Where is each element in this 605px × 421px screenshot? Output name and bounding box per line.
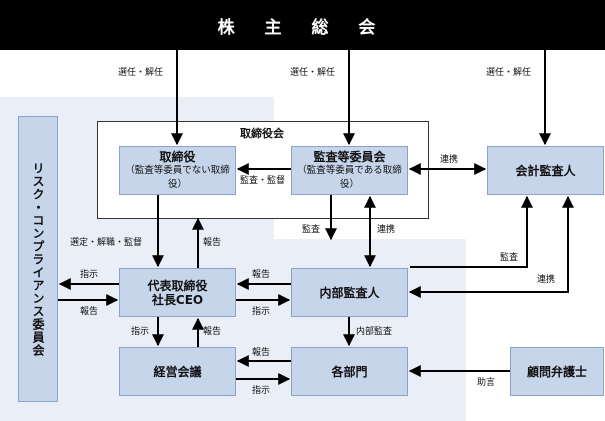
label-renkei-accounting: 連携 [440, 155, 459, 165]
label-kansa-internal: 監査 [302, 225, 321, 235]
label-renkei-internal: 連携 [377, 225, 396, 235]
departments-box: 各部門 [291, 347, 408, 396]
management-meeting-box: 経営会議 [119, 347, 236, 396]
internal-auditor-box: 内部監査人 [291, 268, 408, 317]
label-houkoku-risk: 報告 [80, 307, 99, 317]
accounting-auditor-label: 会計監査人 [515, 163, 576, 178]
ceo-label: 代表取締役 [147, 278, 208, 293]
departments-label: 各部門 [331, 364, 368, 379]
audit-committee-box: 監査等委員会 （監査等委員である取締役） [291, 146, 408, 195]
label-houkoku-dept: 報告 [252, 348, 271, 358]
ceo-box: 代表取締役 社長CEO [119, 268, 236, 317]
label-houkoku-mgmt: 報告 [203, 327, 222, 337]
label-internal-audit: 内部監査 [356, 327, 393, 337]
directors-box: 取締役 （監査等委員でない取締役） [119, 146, 236, 195]
directors-sublabel: （監査等委員でない取締役） [125, 164, 230, 190]
label-audit-supervise: 監査・監督 [240, 176, 286, 186]
label-shiji-mgmt: 指示 [131, 327, 150, 337]
legal-advisor-box: 顧問弁護士 [510, 347, 604, 396]
legal-advisor-label: 顧問弁護士 [526, 364, 587, 379]
audit-committee-label: 監査等委員会 [313, 149, 386, 164]
label-elect-audit-committee: 選任・解任 [290, 68, 336, 78]
label-shiji-dept: 指示 [252, 386, 271, 396]
label-select-dismiss: 選定・解職・監督 [70, 238, 143, 248]
management-meeting-label: 経営会議 [153, 364, 202, 379]
label-kansa-accounting: 監査 [500, 253, 519, 263]
label-houkoku-ceo: 報告 [252, 270, 271, 280]
directors-label: 取締役 [159, 149, 196, 164]
label-elect-directors: 選任・解任 [118, 68, 164, 78]
label-renkei-accounting-2: 連携 [537, 275, 556, 285]
label-shiji-internal: 指示 [252, 307, 271, 317]
risk-compliance-committee-label: リスク・コンプライアンス委員会 [31, 161, 45, 357]
label-report-board: 報告 [203, 238, 222, 248]
shareholders-meeting-banner: 株 主 総 会 [0, 0, 605, 50]
accounting-auditor-box: 会計監査人 [487, 146, 604, 195]
audit-committee-sublabel: （監査等委員である取締役） [297, 164, 402, 190]
risk-compliance-committee: リスク・コンプライアンス委員会 [18, 116, 58, 402]
ceo-sublabel: 社長CEO [151, 292, 204, 307]
internal-auditor-label: 内部監査人 [319, 285, 380, 300]
label-elect-accounting-auditor: 選任・解任 [486, 68, 532, 78]
board-of-directors-title: 取締役会 [240, 127, 284, 140]
label-shiji-risk: 指示 [80, 270, 99, 280]
label-advice: 助言 [477, 378, 496, 388]
